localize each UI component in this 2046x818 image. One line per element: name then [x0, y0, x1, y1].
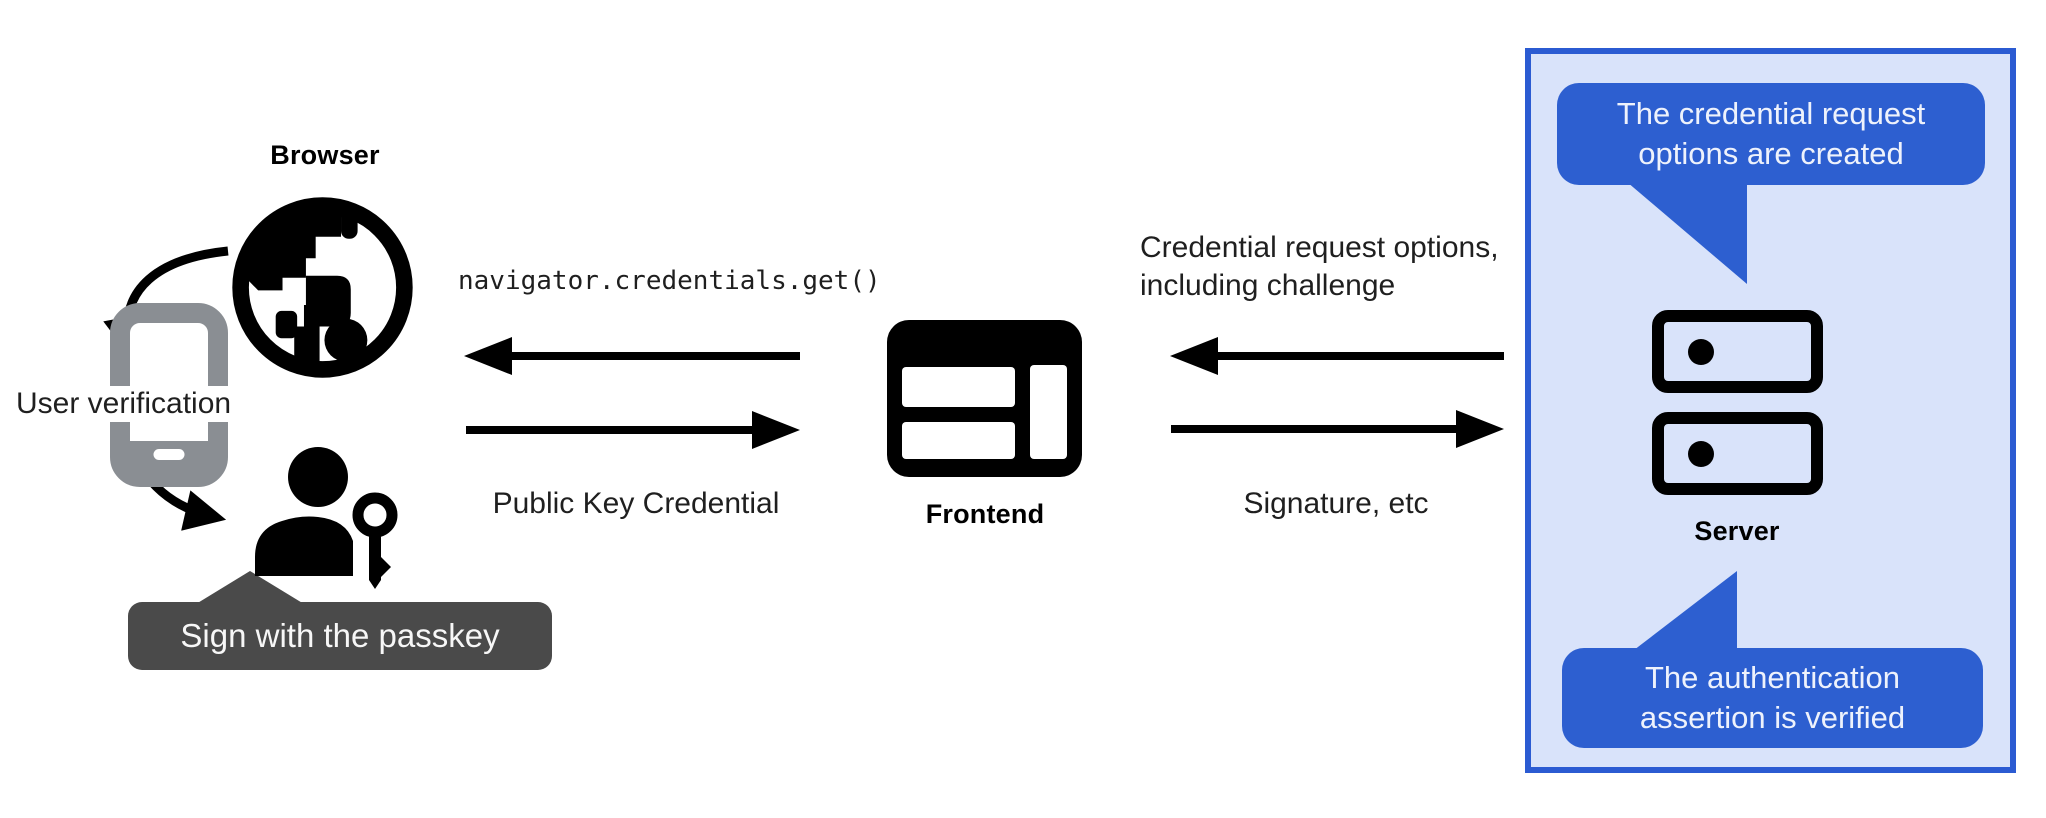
tooltip-pointer-icon: [196, 571, 304, 604]
server-label: Server: [1694, 516, 1780, 546]
arrow-browser-to-frontend-icon: [466, 411, 800, 449]
credential-request-options-line2: including challenge: [1140, 269, 1396, 302]
arrow-frontend-to-server-icon: [1171, 410, 1504, 448]
user-verification-label: User verification: [13, 386, 235, 422]
server-icon: [1652, 310, 1823, 393]
window-pane-icon: [1030, 365, 1067, 459]
browser-label: Browser: [270, 140, 380, 170]
bubble-bottom-tail-icon: [1634, 571, 1737, 650]
phone-home-bar-icon: [153, 449, 185, 460]
window-pane-icon: [902, 367, 1015, 407]
window-pane-icon: [902, 422, 1015, 459]
bubble-bottom-line1: The authentication: [1644, 660, 1901, 695]
bubble-bottom-line2: assertion is verified: [1639, 700, 1906, 735]
signature-label: Signature, etc: [1243, 487, 1429, 520]
person-key-icon: [255, 447, 398, 589]
credential-options-created-bubble: The credential request options are creat…: [1557, 83, 1985, 185]
bubble-top-tail-icon: [1627, 182, 1747, 284]
globe-icon: [232, 197, 413, 378]
passkey-tooltip: Sign with the passkey: [128, 602, 552, 670]
assertion-verified-bubble: The authentication assertion is verified: [1562, 648, 1983, 748]
passkey-tooltip-text: Sign with the passkey: [180, 617, 500, 654]
public-key-credential-label: Public Key Credential: [492, 487, 780, 520]
server-led-icon: [1688, 338, 1714, 365]
person-head-icon: [288, 447, 348, 507]
credential-request-options-line1: Credential request options,: [1140, 231, 1499, 264]
credential-request-options-label: Credential request options, including ch…: [1140, 229, 1499, 305]
browser-window-icon: [887, 320, 1082, 477]
key-icon: [352, 492, 398, 589]
arrow-server-to-frontend-icon: [1170, 337, 1504, 375]
bubble-top-line1: The credential request: [1616, 96, 1926, 131]
arrow-frontend-to-browser-icon: [464, 337, 800, 375]
server-led-icon: [1688, 440, 1714, 467]
frontend-label: Frontend: [925, 499, 1045, 529]
server-icon: [1652, 412, 1823, 495]
person-body-icon: [255, 516, 353, 576]
phone-chin: [130, 441, 208, 467]
api-call-label: navigator.credentials.get(): [458, 266, 881, 296]
bubble-top-line2: options are created: [1638, 136, 1904, 171]
